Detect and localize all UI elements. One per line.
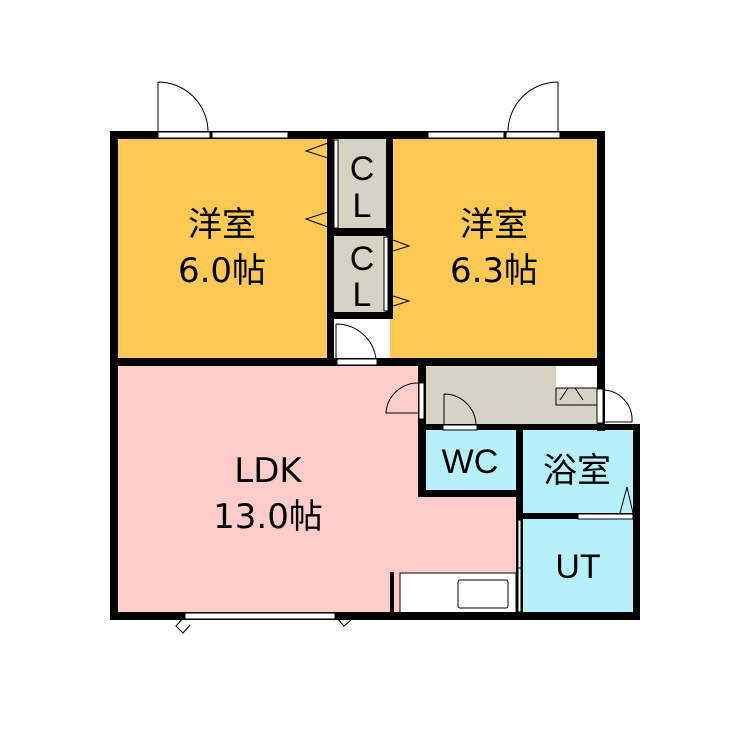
utility-room — [520, 517, 637, 616]
western-left-name: 洋室 — [188, 205, 256, 245]
hall-closet — [556, 366, 597, 388]
closet-bottom — [332, 232, 390, 314]
bath-name: 浴室 — [543, 451, 611, 491]
western-right-name: 洋室 — [460, 205, 528, 245]
western-left-size: 6.0帖 — [178, 251, 266, 291]
sink — [457, 579, 509, 609]
western-room-left — [114, 135, 332, 362]
wc-room — [422, 426, 520, 493]
closet-top-c: C — [350, 150, 375, 188]
ldk-name: LDK — [234, 451, 303, 491]
ldk-size: 13.0帖 — [213, 497, 323, 537]
door-swings — [157, 81, 634, 634]
closet-bottom-c: C — [350, 240, 375, 278]
closet-top — [332, 135, 390, 232]
windows — [157, 131, 634, 620]
bath-room — [520, 426, 637, 517]
western-right-size: 6.3帖 — [450, 251, 538, 291]
western-room-right — [390, 135, 601, 362]
closet-bottom-l: L — [353, 276, 372, 314]
wc-name: WC — [442, 443, 499, 481]
utility-name: UT — [555, 548, 600, 586]
closet-top-l: L — [353, 187, 372, 225]
